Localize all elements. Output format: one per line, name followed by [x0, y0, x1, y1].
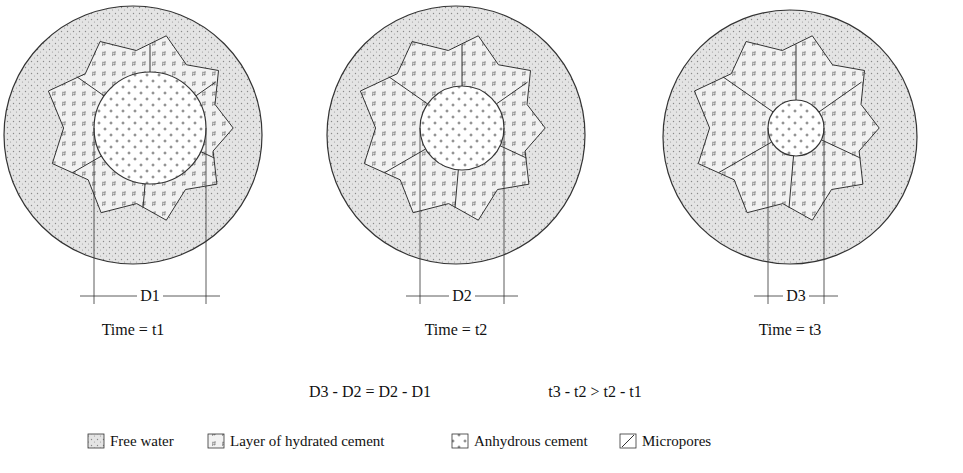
legend-swatch-line: [622, 435, 634, 447]
caption-label: t3 - t2 > t2 - t1: [548, 383, 641, 401]
micropore: [73, 156, 102, 173]
micropore: [796, 45, 797, 100]
micropore: [719, 142, 772, 173]
legend-text: Layer of hydrated cement: [230, 433, 385, 450]
free-water-circle: [663, 10, 917, 264]
micropore: [389, 77, 428, 104]
micropore: [143, 184, 145, 208]
dimension-label: D2: [449, 287, 475, 305]
anhydrous-core: [768, 100, 824, 156]
micropore: [385, 149, 426, 173]
legend-text: Micropores: [642, 433, 711, 450]
caption-label: Time = t1: [102, 321, 165, 339]
micropore: [723, 77, 773, 112]
legend-swatch: [620, 434, 636, 448]
legend-swatch: [452, 434, 468, 448]
caption-label: Time = t3: [759, 321, 822, 339]
extension-line: [206, 128, 207, 304]
micropore: [462, 45, 463, 86]
hydrated-layer: [48, 36, 233, 220]
micropore: [201, 152, 215, 158]
legend-swatch: [208, 434, 224, 448]
free-water-circle: [4, 6, 262, 264]
extension-line: [824, 128, 825, 304]
extension-line: [94, 128, 95, 304]
micropore: [789, 156, 794, 208]
anhydrous-core: [420, 86, 504, 170]
dimension-label: D3: [783, 287, 809, 305]
micropore: [150, 45, 151, 72]
micropore: [455, 170, 458, 208]
micropore: [819, 82, 862, 112]
extension-line: [504, 128, 505, 304]
dimension-label: D1: [137, 287, 163, 305]
anhydrous-core: [94, 72, 206, 184]
caption-label: Time = t2: [425, 321, 488, 339]
caption-label: D3 - D2 = D2 - D1: [309, 383, 431, 401]
hydrated-layer: [694, 36, 879, 220]
micropore: [821, 140, 860, 158]
micropore: [77, 77, 104, 96]
hydrated-layer: [360, 36, 545, 220]
extension-line: [420, 128, 421, 304]
micropore: [496, 82, 527, 104]
extension-line: [768, 128, 769, 304]
legend-text: Free water: [110, 433, 174, 450]
legend-text: Anhydrous cement: [474, 433, 588, 450]
micropore: [196, 82, 216, 96]
free-water-circle: [327, 6, 585, 264]
legend-swatch: [88, 434, 104, 448]
